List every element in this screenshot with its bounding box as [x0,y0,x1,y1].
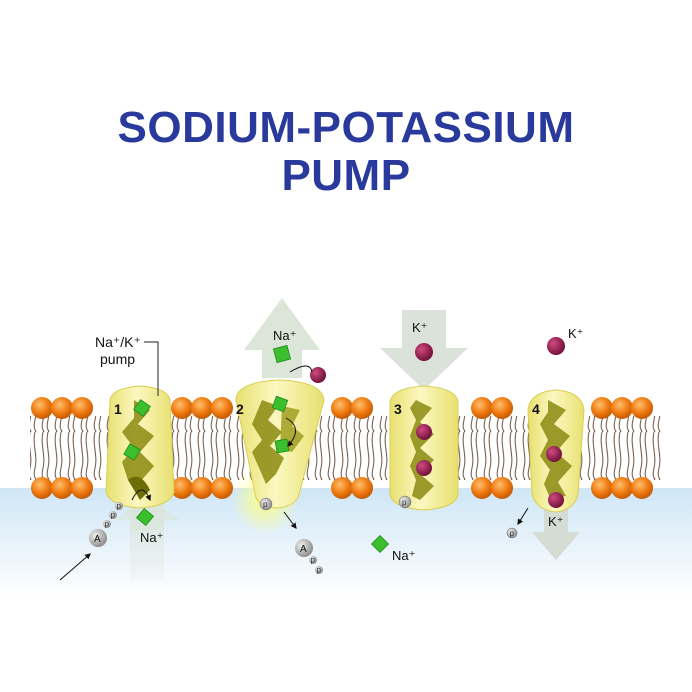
sodium-ion-icon [271,395,289,413]
sodium-ion-icon [274,438,290,454]
lipid-head [471,397,493,419]
lipid-head [331,397,353,419]
k-label-free: K⁺ [568,326,584,341]
potassium-ion-icon [548,492,564,508]
phosphate-icon: p [506,527,518,539]
na-label-cytoplasm: Na⁺ [392,548,415,563]
lipid-head [51,477,73,499]
lipid-head [351,397,373,419]
sodium-ion-icon [272,344,292,364]
lipid-head [631,397,653,419]
lipid-head [31,397,53,419]
arrow-up-icon [244,298,320,378]
pump-label-line2: pump [100,351,135,367]
phosphate-release-arrow [517,507,529,526]
lipid-head [211,397,233,419]
lipid-head [591,397,613,419]
svg-text:A: A [300,544,307,555]
svg-text:p: p [402,498,407,507]
svg-text:p: p [111,511,116,520]
lipid-head [471,477,493,499]
lipid-head [331,477,353,499]
pump-label-line1: Na⁺/K⁺ [95,334,141,350]
svg-text:p: p [510,529,515,538]
diagram-title-line2: PUMP [281,151,411,200]
lipid-head [591,477,613,499]
step-number-4: 4 [532,401,540,417]
lipid-head [351,477,373,499]
step-number-2: 2 [236,401,244,417]
k-label-step3: K⁺ [412,320,428,335]
potassium-ion-icon [310,367,326,383]
lipid-head [491,477,513,499]
binding-arrow [131,489,152,502]
potassium-ion-icon [416,424,432,440]
lipid-head [631,477,653,499]
lipid-head [71,477,93,499]
atp-entry-arrow [59,553,91,581]
sodium-ion-icon [370,534,390,554]
svg-text:p: p [317,566,322,575]
svg-text:p: p [311,556,316,565]
sodium-ion-icon [133,399,151,417]
potassium-ion-icon [546,446,562,462]
lipid-head [51,397,73,419]
pump-step-1 [105,385,180,580]
na-label-step1: Na⁺ [140,530,163,545]
svg-text:A: A [94,534,101,545]
pump-leader-line [144,341,159,396]
svg-text:p: p [263,500,268,509]
lipid-head [191,477,213,499]
lipid-heads [31,397,653,499]
lipid-head [611,397,633,419]
step-number-3: 3 [394,401,402,417]
atp-icon: A p p p [89,502,123,547]
svg-text:p: p [117,502,122,511]
phosphate-icon: p [259,497,273,511]
lipid-head [491,397,513,419]
diagram-title-line1: SODIUM-POTASSIUM [117,103,575,152]
adp-icon: A p p [295,539,323,575]
sodium-ion-icon [135,507,155,527]
lipid-head [191,397,213,419]
lipid-head [31,477,53,499]
lipid-head [171,477,193,499]
potassium-ion-icon [415,343,433,361]
lipid-head [211,477,233,499]
step-number-1: 1 [114,401,122,417]
na-shift-arrow [285,417,296,447]
lipid-head [171,397,193,419]
svg-text:p: p [105,520,110,529]
na-exit-arrow [289,365,313,373]
na-label-step2: Na⁺ [273,328,296,343]
adp-release-arrow [283,511,297,529]
potassium-ion-icon [416,460,432,476]
potassium-ion-icon [547,337,565,355]
phosphate-icon: p [398,495,412,509]
lipid-head [71,397,93,419]
lipid-head [611,477,633,499]
k-label-step4: K⁺ [548,514,564,529]
sodium-ion-icon [123,443,141,461]
